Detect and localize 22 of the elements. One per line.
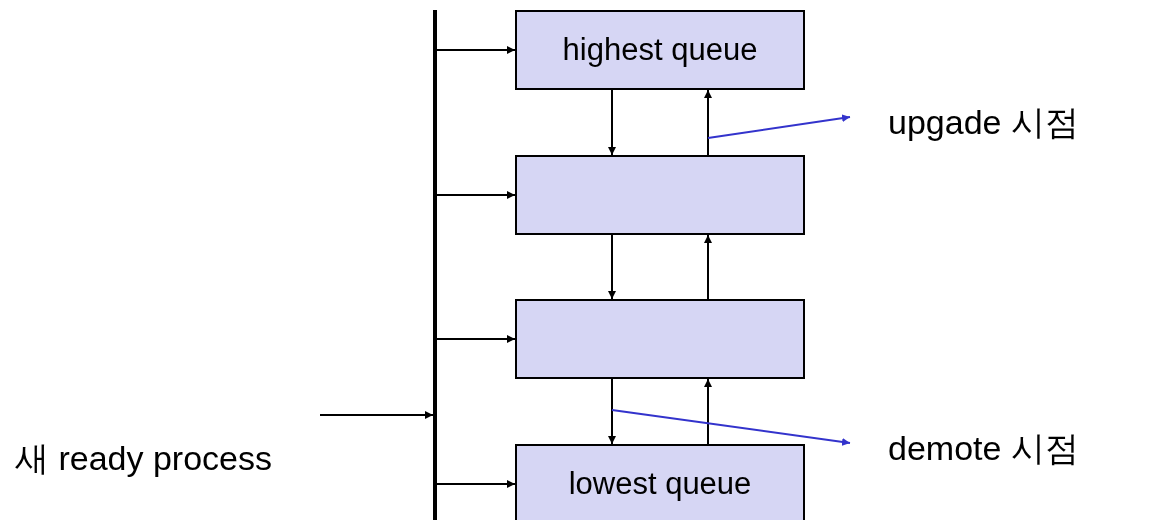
arrow <box>436 480 516 488</box>
annotation-label: upgade 시점 <box>888 100 1079 146</box>
leader-arrow <box>707 114 851 139</box>
annotation-label: demote 시점 <box>888 426 1079 472</box>
queue-box <box>515 299 805 379</box>
arrow <box>704 89 712 156</box>
annotation-label: 새 ready process <box>15 436 272 482</box>
arrow <box>608 234 616 300</box>
queue-label: lowest queue <box>568 466 752 502</box>
arrow <box>608 89 616 156</box>
leader-arrow <box>611 409 851 446</box>
queue-box <box>515 10 805 90</box>
arrow <box>436 46 516 54</box>
arrow <box>436 191 516 199</box>
arrow <box>319 411 434 419</box>
arrow <box>704 378 712 445</box>
queue-label: highest queue <box>562 32 758 68</box>
arrow <box>608 378 616 445</box>
queue-box <box>515 444 805 520</box>
arrow <box>436 335 516 343</box>
queue-box <box>515 155 805 235</box>
arrow <box>704 234 712 300</box>
